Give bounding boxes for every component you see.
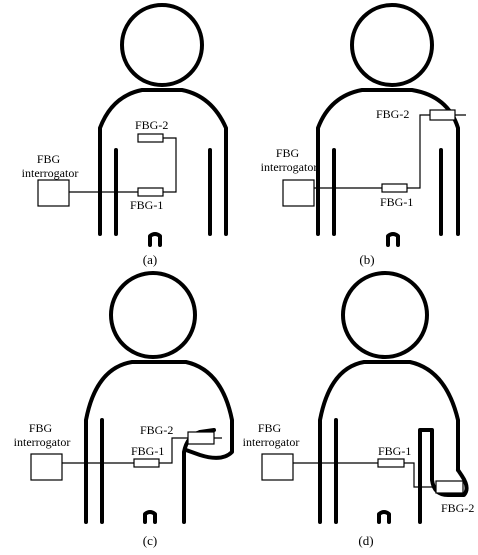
interrogator-label-a: FBG interrogator (22, 152, 79, 180)
fbg2-label-c: FBG-2 (140, 423, 173, 437)
interrogator-label-b: FBG interrogator (261, 146, 318, 174)
fiber-a (69, 137, 177, 193)
fiber-c (62, 437, 222, 464)
interrogator-box-d (261, 453, 294, 481)
torso-d (318, 360, 460, 524)
fbg1-label-c: FBG-1 (131, 444, 164, 458)
torso-a (98, 88, 228, 236)
fbg1-sensor-c (133, 458, 160, 468)
torso-c (84, 360, 234, 524)
panel-b: FBG interrogator FBG-1 FBG-2 (b) (261, 3, 466, 267)
caption-d: (d) (358, 533, 373, 548)
fbg1-sensor-d (377, 458, 405, 468)
interrogator-label-d: FBG interrogator (243, 421, 300, 449)
fbg1-label-b: FBG-1 (380, 195, 413, 209)
head-a (120, 3, 204, 87)
legs-c (143, 510, 157, 524)
fiber-d (293, 462, 436, 488)
fbg2-sensor-b (429, 109, 456, 121)
fbg2-sensor-d (435, 480, 464, 494)
panel-c: FBG interrogator FBG-1 FBG-2 (c) (14, 271, 234, 548)
caption-a: (a) (143, 252, 157, 267)
interrogator-box-b (282, 179, 315, 207)
interrogator-label-c: FBG interrogator (14, 421, 71, 449)
legs-a (148, 232, 162, 247)
inner-right-torso-d (418, 428, 469, 524)
fbg2-label-a: FBG-2 (135, 118, 168, 132)
legs-b (386, 232, 400, 247)
fiber-b (314, 114, 466, 189)
fbg2-label-d: FBG-2 (441, 501, 474, 515)
caption-c: (c) (143, 533, 157, 548)
fbg1-sensor-a (137, 187, 164, 197)
fbg1-sensor-b (381, 183, 408, 193)
inner-torso-right-c (182, 430, 202, 524)
panel-d: FBG interrogator FBG-1 FBG-2 (d) (243, 271, 474, 548)
head-b (350, 3, 434, 87)
panel-a: FBG interrogator FBG-1 FBG-2 (a) (22, 3, 228, 267)
caption-b: (b) (359, 252, 374, 267)
fbg2-sensor-c (187, 431, 215, 445)
interrogator-box-c (30, 453, 63, 481)
head-c (109, 271, 197, 359)
head-d (341, 271, 429, 359)
legs-d (377, 510, 391, 524)
fbg2-sensor-a (137, 133, 164, 143)
interrogator-box-a (37, 179, 70, 207)
fbg1-label-d: FBG-1 (378, 444, 411, 458)
fbg1-label-a: FBG-1 (130, 198, 163, 212)
fbg2-label-b: FBG-2 (376, 107, 409, 121)
